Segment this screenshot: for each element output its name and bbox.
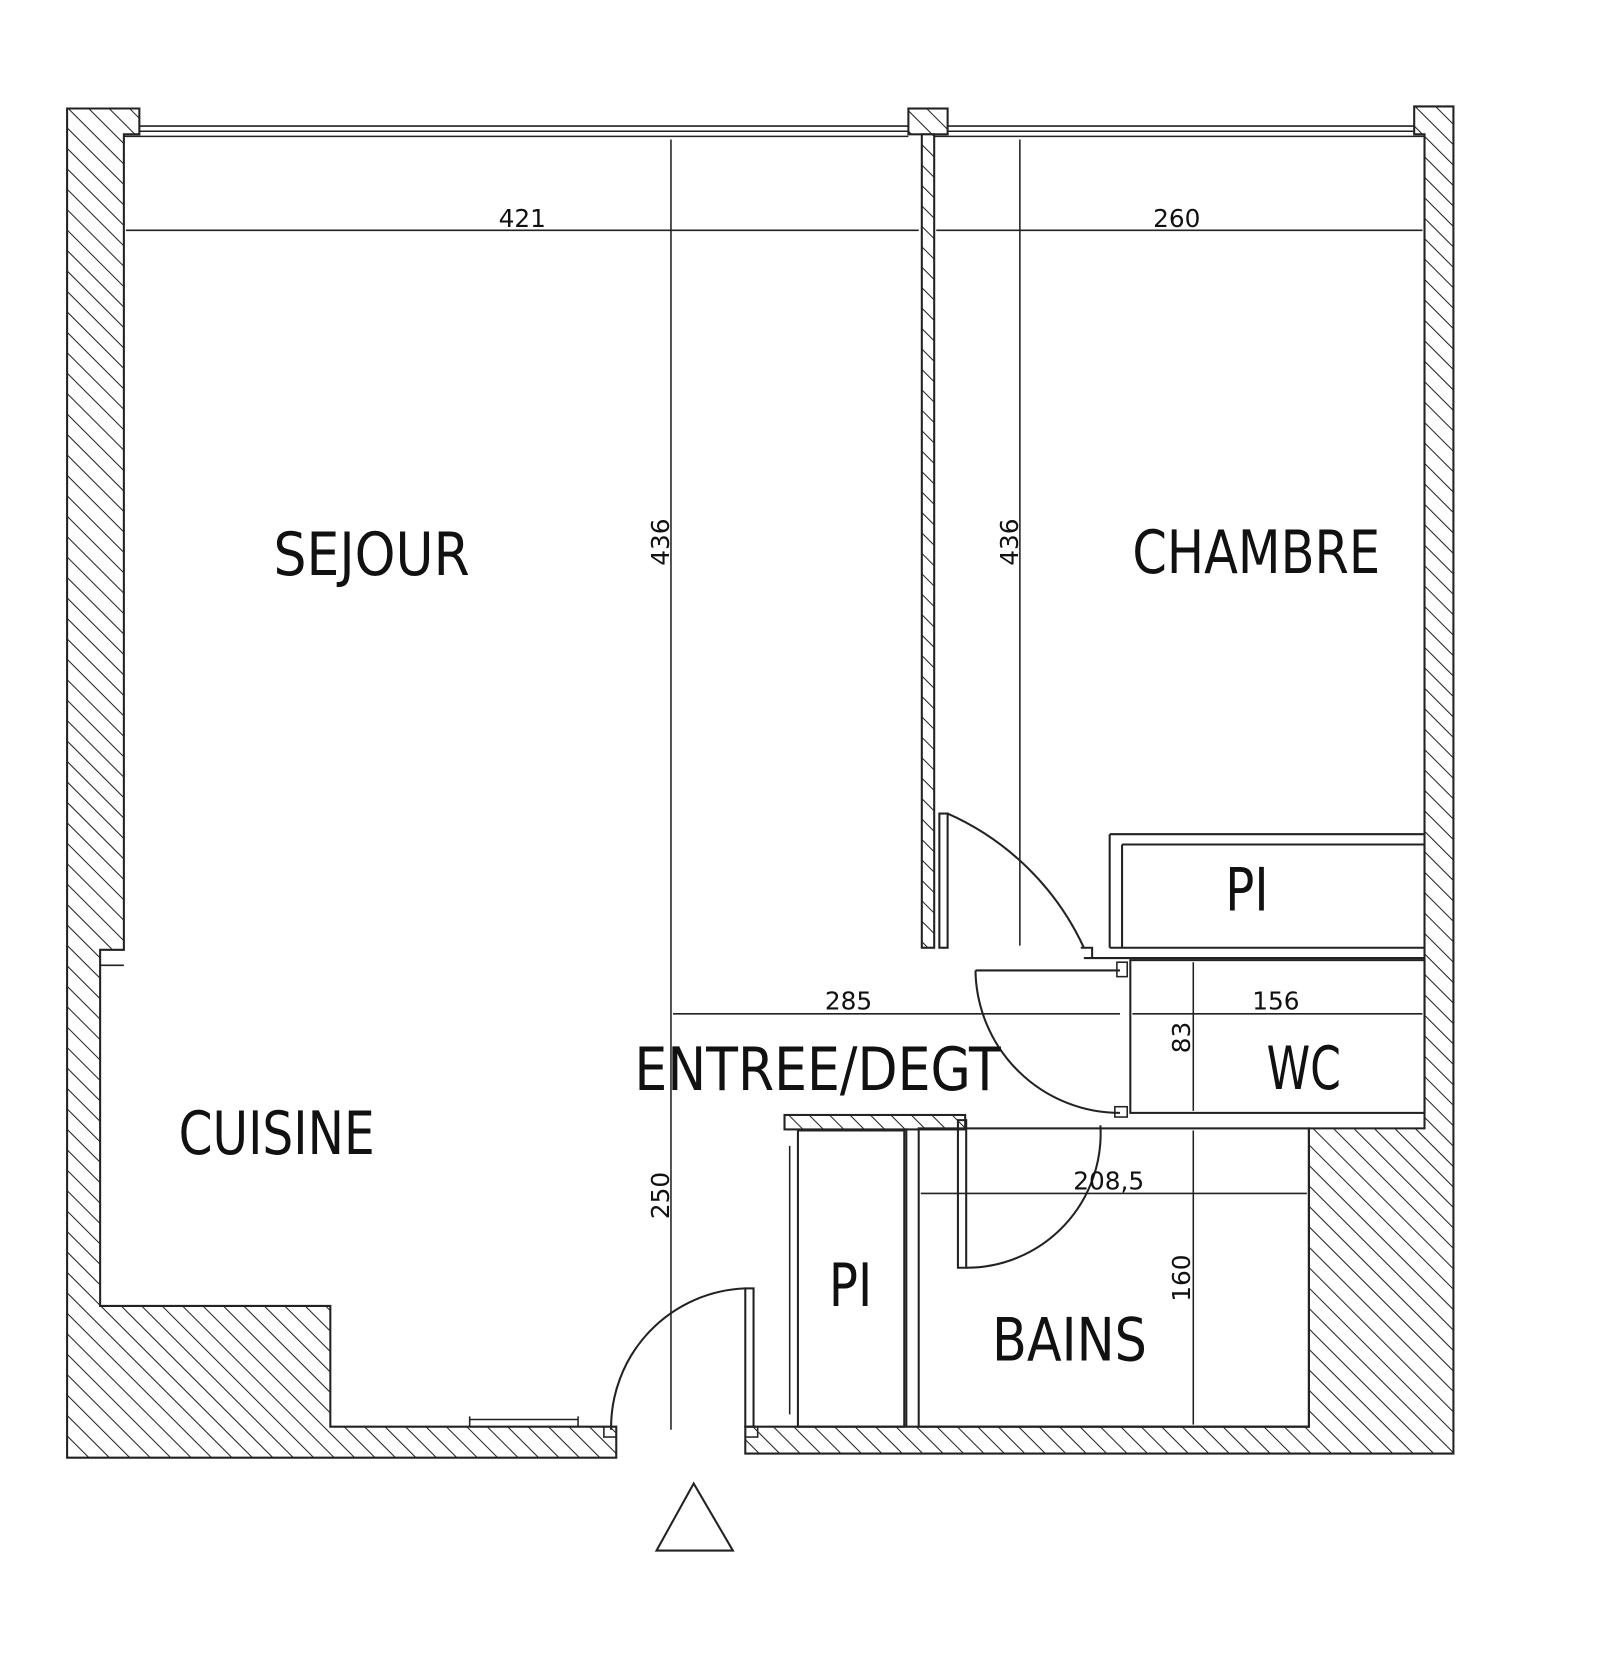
entrance-jamb — [744, 1287, 755, 1428]
dim-sejour-depth: 436 — [646, 518, 675, 565]
door-jamb-chambre — [938, 812, 949, 949]
closet-entree — [796, 1129, 906, 1428]
dim-chambre-width: 260 — [1153, 204, 1200, 233]
room-label-chambre: CHAMBRE — [1132, 518, 1380, 588]
dim-chambre-depth: 436 — [995, 518, 1024, 565]
dim-bains-depth: 160 — [1167, 1254, 1196, 1301]
room-label-wc: WC — [1267, 1034, 1341, 1104]
left-wall — [66, 107, 618, 1459]
dim-wc-depth: 83 — [1167, 1022, 1196, 1054]
room-label-sejour: SEJOUR — [274, 520, 470, 590]
dim-bains-width: 208,5 — [1073, 1166, 1144, 1195]
partition-sejour-chambre — [920, 133, 936, 949]
door-wc — [974, 961, 1128, 1118]
dimension-lines — [125, 139, 1423, 1430]
bains-box — [917, 1127, 1310, 1428]
closet-chambre — [1083, 833, 1425, 960]
door-chambre — [947, 812, 1094, 959]
dim-entree-depth: 250 — [646, 1172, 675, 1219]
door-bains — [956, 1119, 1102, 1269]
window-sejour — [123, 125, 909, 138]
room-label-cuisine: CUISINE — [179, 1099, 375, 1169]
window-chambre — [934, 125, 1425, 138]
top-pillar-middle — [907, 107, 949, 136]
room-label-placard-entree: PI — [829, 1251, 872, 1321]
entrance-triangle-icon — [654, 1481, 735, 1552]
room-label-placard-chambre: PI — [1225, 856, 1268, 926]
dim-entree-width: 285 — [825, 987, 872, 1016]
kitchen-counter — [468, 1416, 579, 1427]
room-label-entree: ENTREE/DEGT — [634, 1035, 1001, 1105]
dim-sejour-width: 421 — [499, 204, 546, 233]
lower-closet-wall — [783, 1113, 967, 1131]
door-entrance — [603, 1287, 759, 1438]
dim-wc-width: 156 — [1252, 987, 1299, 1016]
wc-box — [1129, 959, 1426, 1114]
room-label-bains: BAINS — [992, 1306, 1147, 1376]
